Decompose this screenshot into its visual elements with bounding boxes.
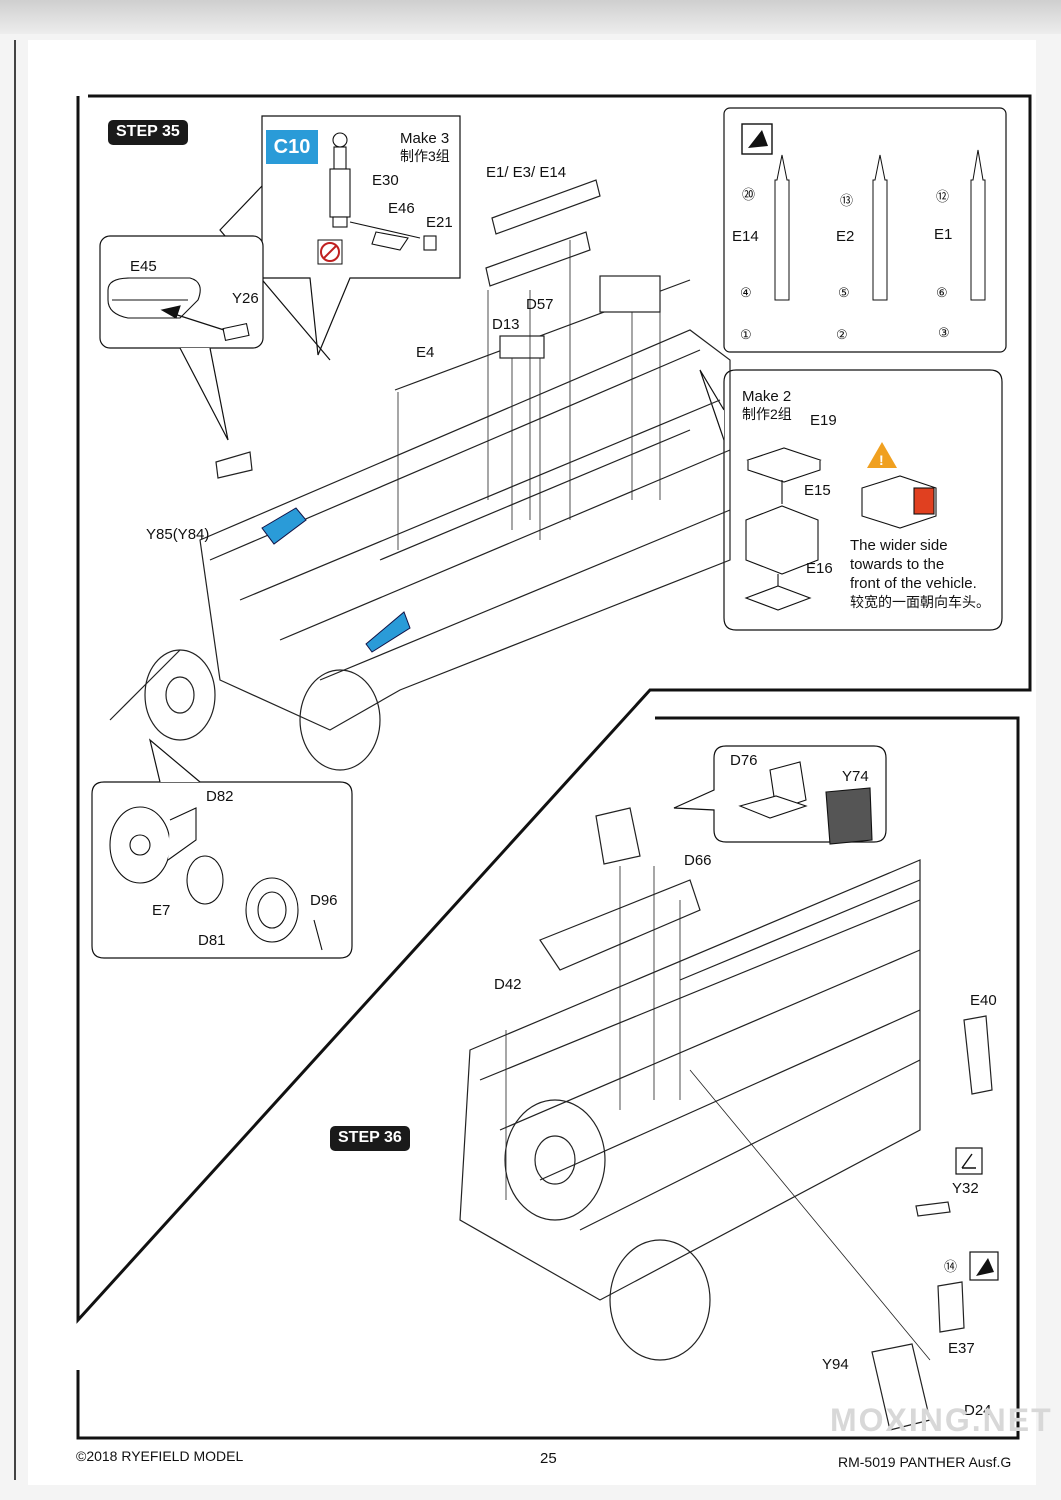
- ammo-e1-circ-top: ⑫: [936, 189, 950, 204]
- footer-copyright: ©2018 RYEFIELD MODEL: [76, 1448, 244, 1464]
- step-36-badge: STEP 36: [330, 1126, 410, 1151]
- seat-part: [738, 761, 873, 845]
- ammo-rounds: [774, 149, 986, 301]
- ammo-e14-circ-mid: ④: [740, 285, 752, 300]
- label-e1-e3-e14: E1/ E3/ E14: [486, 164, 567, 181]
- label-e46: E46: [388, 200, 415, 217]
- note-line-1: The wider side: [850, 537, 948, 554]
- label-y94: Y94: [822, 1356, 849, 1373]
- wider-side-note: The wider side towards to the front of t…: [850, 536, 990, 612]
- label-d81: D81: [198, 932, 226, 949]
- damper-part: [329, 132, 437, 251]
- e45-part: [107, 277, 250, 342]
- watermark: MOXING.NET: [830, 1402, 1053, 1438]
- label-e4: E4: [416, 344, 435, 361]
- label-y32: Y32: [952, 1180, 979, 1197]
- ammo-e2-circ-mid: ⑤: [838, 285, 850, 300]
- label-y26: Y26: [232, 290, 259, 307]
- label-e19: E19: [810, 412, 837, 429]
- ammo-e2-circ-top: ⑬: [840, 193, 854, 208]
- label-d82: D82: [206, 788, 234, 805]
- step36-guide-lines: [505, 866, 931, 1361]
- step36-angle-icon: [955, 1147, 983, 1175]
- footer-page-number: 25: [540, 1450, 557, 1467]
- label-d42: D42: [494, 976, 522, 993]
- step-35-badge: STEP 35: [108, 120, 188, 145]
- wheel-parts: [109, 806, 323, 951]
- label-e15: E15: [804, 482, 831, 499]
- ammo-e1-label: E1: [934, 226, 953, 243]
- make2-en: Make 2: [742, 388, 792, 405]
- label-e37: E37: [948, 1340, 975, 1357]
- ammo-e1-circ-bot: ③: [938, 325, 950, 340]
- scan-top-band: [0, 0, 1061, 34]
- step-frames: [76, 94, 1032, 1440]
- make2-cn: 制作2组: [742, 406, 792, 422]
- step35-guide-lines: [397, 240, 661, 550]
- label-e7: E7: [152, 902, 171, 919]
- label-circ14: ⑭: [944, 1259, 958, 1274]
- footer-model: RM-5019 PANTHER Ausf.G: [838, 1454, 1012, 1470]
- label-e16: E16: [806, 560, 833, 577]
- c10-code-badge: C10: [266, 130, 318, 164]
- c10-callout-box: [219, 115, 461, 361]
- paint-icon-ammo: [741, 123, 773, 155]
- ammo-e14-label: E14: [732, 228, 759, 245]
- label-e30: E30: [372, 172, 399, 189]
- c10-make-cn: 制作3组: [400, 148, 450, 164]
- note-line-3: front of the vehicle.: [850, 575, 977, 592]
- ammo-bin-parts: [744, 447, 822, 611]
- bin-front-indicator: [861, 475, 937, 529]
- ammo-e14-circ-top: ⑳: [742, 187, 756, 202]
- label-d24: D24: [964, 1402, 992, 1419]
- label-d66: D66: [684, 852, 712, 869]
- label-e45: E45: [130, 258, 157, 275]
- label-d57: D57: [526, 296, 554, 313]
- label-d96: D96: [310, 892, 338, 909]
- ammo-e2-circ-bot: ②: [836, 327, 848, 342]
- ammo-e2-label: E2: [836, 228, 855, 245]
- ammo-e14-circ-bot: ①: [740, 327, 752, 342]
- step36-paint-icon: [969, 1251, 999, 1281]
- label-d76: D76: [730, 752, 758, 769]
- ammo-e1-circ-mid: ⑥: [936, 285, 948, 300]
- warning-icon: !: [867, 442, 897, 468]
- label-y85: Y85(Y84): [146, 526, 210, 543]
- blue-highlight-parts: [261, 507, 411, 653]
- page-edge-line: [14, 40, 16, 1480]
- step35-hull: [109, 179, 731, 771]
- label-e40: E40: [970, 992, 997, 1009]
- svg-text:!: !: [879, 452, 884, 468]
- label-d13: D13: [492, 316, 520, 333]
- label-e21: E21: [426, 214, 453, 231]
- note-line-2: towards to the: [850, 556, 945, 573]
- step36-hull: [459, 807, 993, 1431]
- no-glue-icon: [317, 239, 343, 265]
- label-y74: Y74: [842, 768, 869, 785]
- ammo-box: [723, 107, 1007, 353]
- c10-make-en: Make 3: [400, 130, 450, 147]
- note-line-cn: 较宽的一面朝向车头。: [850, 594, 990, 610]
